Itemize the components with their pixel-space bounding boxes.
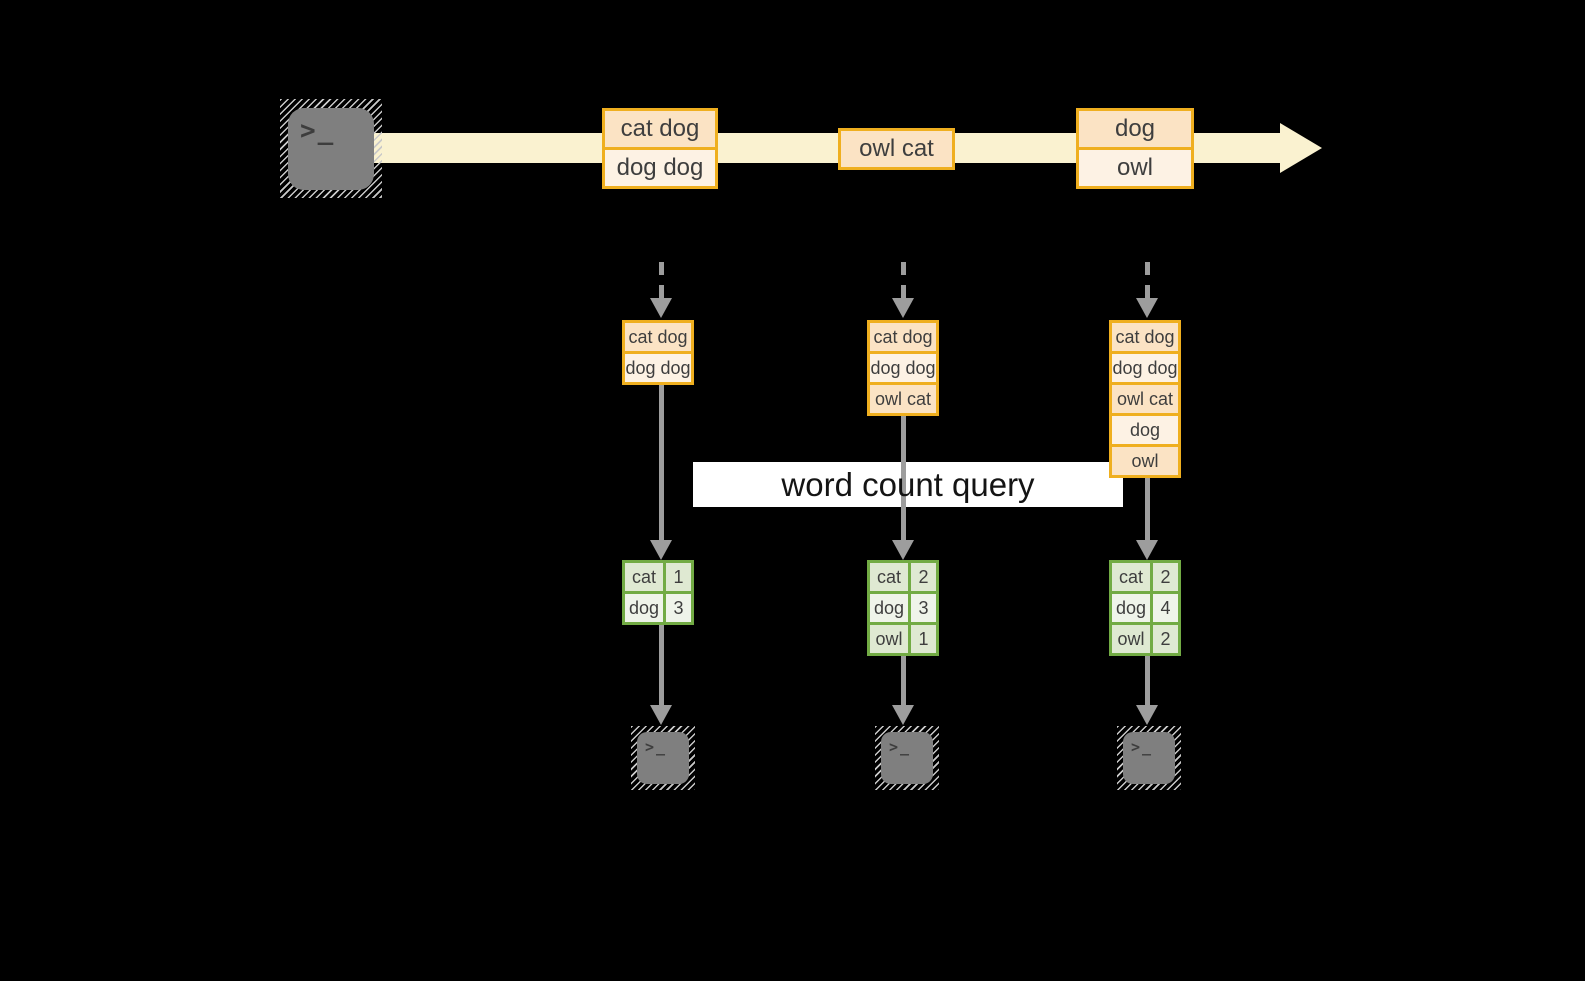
query-band [693,462,1123,507]
count-word: dog [625,594,663,622]
micro-batch-list-3: cat dog dog dog owl cat dog owl [1109,320,1181,478]
list-row: owl cat [1112,385,1178,413]
result-terminal-body: >_ [637,732,689,784]
arrow-line [1145,656,1150,705]
word-count-table-2: cat 2 dog 3 owl 1 [867,560,939,656]
batch-row: owl [1079,150,1191,186]
result-terminal-icon-1: >_ [631,726,695,790]
count-word: dog [870,594,908,622]
count-value: 3 [666,594,691,622]
count-word: cat [625,563,663,591]
list-row: cat dog [870,323,936,351]
dashed-arrow-head [892,298,914,318]
dashed-arrow-line [901,262,906,298]
result-terminal-body: >_ [881,732,933,784]
count-row: cat 2 [1112,563,1178,591]
count-row: dog 3 [870,594,936,622]
arrow-head [892,705,914,725]
dashed-arrow-head [1136,298,1158,318]
arrow-line [1145,478,1150,540]
count-row: cat 2 [870,563,936,591]
micro-batch-list-2: cat dog dog dog owl cat [867,320,939,416]
terminal-prompt-icon: >_ [1131,738,1154,756]
source-terminal-body: >_ [288,108,374,190]
stream-batch-box-2: owl cat [838,128,955,170]
count-value: 3 [911,594,936,622]
arrow-head [1136,540,1158,560]
arrow-head [1136,705,1158,725]
count-value: 1 [666,563,691,591]
result-terminal-icon-3: >_ [1117,726,1181,790]
count-row: owl 2 [1112,625,1178,653]
list-row: cat dog [625,323,691,351]
count-value: 2 [1153,563,1178,591]
list-row: cat dog [1112,323,1178,351]
result-terminal-body: >_ [1123,732,1175,784]
dashed-arrow-line [659,262,664,298]
count-word: owl [870,625,908,653]
terminal-prompt-icon: >_ [645,738,668,756]
batch-row: cat dog [605,111,715,147]
count-word: dog [1112,594,1150,622]
arrow-head [650,705,672,725]
count-word: cat [870,563,908,591]
arrow-line [901,416,906,540]
terminal-prompt-icon: >_ [300,116,336,146]
list-row: dog dog [625,354,691,382]
list-row: dog dog [870,354,936,382]
count-word: cat [1112,563,1150,591]
stream-batch-box-3: dog owl [1076,108,1194,189]
stream-arrow-head [1280,123,1322,173]
word-count-table-3: cat 2 dog 4 owl 2 [1109,560,1181,656]
list-row: dog [1112,416,1178,444]
micro-batch-list-1: cat dog dog dog [622,320,694,385]
list-row: owl [1112,447,1178,475]
terminal-prompt-icon: >_ [889,738,912,756]
batch-row: dog [1079,111,1191,147]
count-value: 1 [911,625,936,653]
arrow-head [892,540,914,560]
result-terminal-icon-2: >_ [875,726,939,790]
dashed-arrow-line [1145,262,1150,298]
count-row: dog 4 [1112,594,1178,622]
dashed-arrow-head [650,298,672,318]
arrow-line [659,385,664,540]
count-value: 2 [911,563,936,591]
count-row: dog 3 [625,594,691,622]
list-row: dog dog [1112,354,1178,382]
word-count-table-1: cat 1 dog 3 [622,560,694,625]
count-value: 4 [1153,594,1178,622]
batch-row: dog dog [605,150,715,186]
arrow-line [659,625,664,705]
list-row: owl cat [870,385,936,413]
count-row: owl 1 [870,625,936,653]
arrow-line [901,656,906,705]
count-word: owl [1112,625,1150,653]
stream-batch-box-1: cat dog dog dog [602,108,718,189]
source-terminal-icon: >_ [280,99,382,198]
batch-row: owl cat [841,131,952,167]
count-row: cat 1 [625,563,691,591]
query-label: word count query [781,465,1035,503]
count-value: 2 [1153,625,1178,653]
arrow-head [650,540,672,560]
